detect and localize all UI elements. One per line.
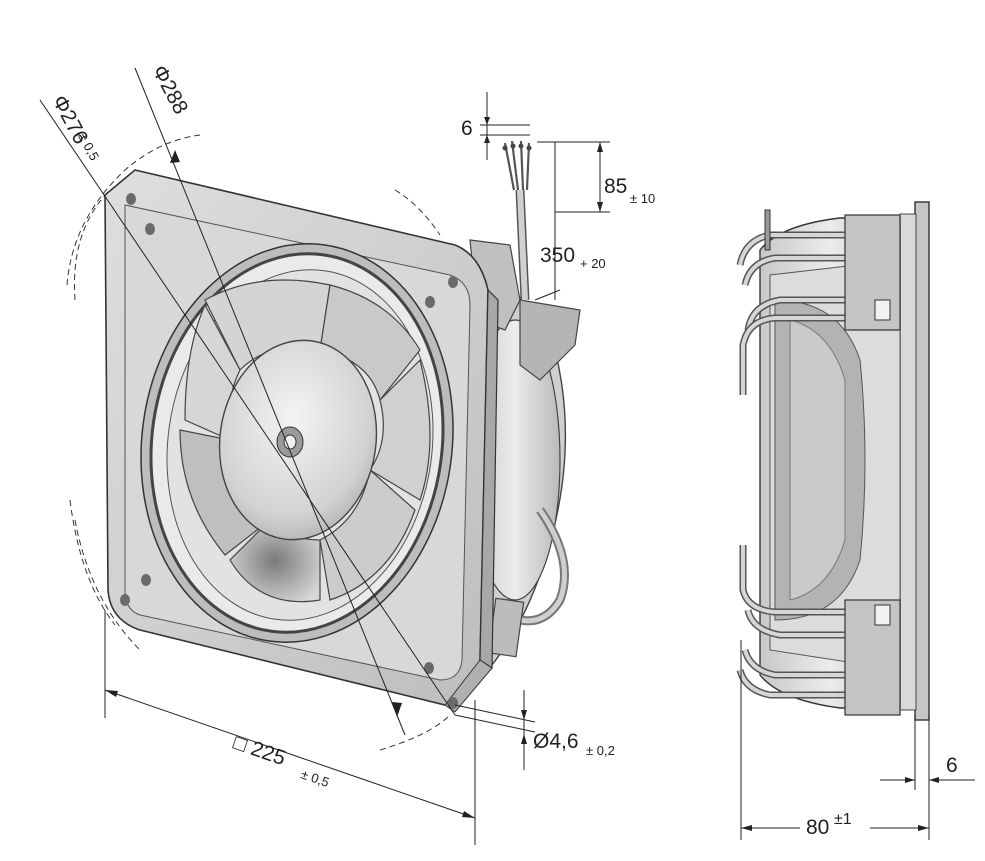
hole-diameter-tol: ± 0,2 xyxy=(586,743,615,758)
dim-flange-thickness: 6 xyxy=(880,715,975,790)
depth-value: 80 xyxy=(806,816,829,839)
depth-tol: ±1 xyxy=(834,811,852,828)
square-size-value: □ 225 xyxy=(230,731,288,770)
dim-wire-end: 85 ± 10 xyxy=(537,141,655,213)
svg-text:Φ288: Φ288 xyxy=(148,62,193,119)
dim-depth: 80 ±1 xyxy=(740,640,930,840)
fan-side-view xyxy=(736,201,930,721)
side-cable-channels-top xyxy=(736,231,860,395)
dim-hole-diameter: Ø4,6 ± 0,2 xyxy=(454,690,615,770)
impeller-blades xyxy=(179,279,431,603)
dim-blade-diameter: Φ288 xyxy=(148,62,193,119)
wire-end-value: 85 xyxy=(604,175,627,198)
motor-hub xyxy=(218,339,378,541)
cable-length-value: 350 xyxy=(540,244,575,267)
fan-perspective-view xyxy=(39,67,581,751)
cable-bundle xyxy=(502,140,532,301)
square-size-tol: ± 0,5 xyxy=(299,766,331,790)
dim-wire-strip: 6 xyxy=(461,92,530,160)
flange-thickness-value: 6 xyxy=(946,754,958,777)
cable-length-tol: + 20 xyxy=(580,256,606,271)
dim-outer-diameter: Φ276 ± 0,5 xyxy=(48,92,102,163)
dim-cable-length: 350 + 20 xyxy=(534,142,606,301)
wire-end-tol: ± 10 xyxy=(630,191,655,206)
wire-strip-value: 6 xyxy=(461,117,473,140)
hole-diameter-value: Ø4,6 xyxy=(533,730,579,753)
mounting-holes xyxy=(120,193,458,709)
